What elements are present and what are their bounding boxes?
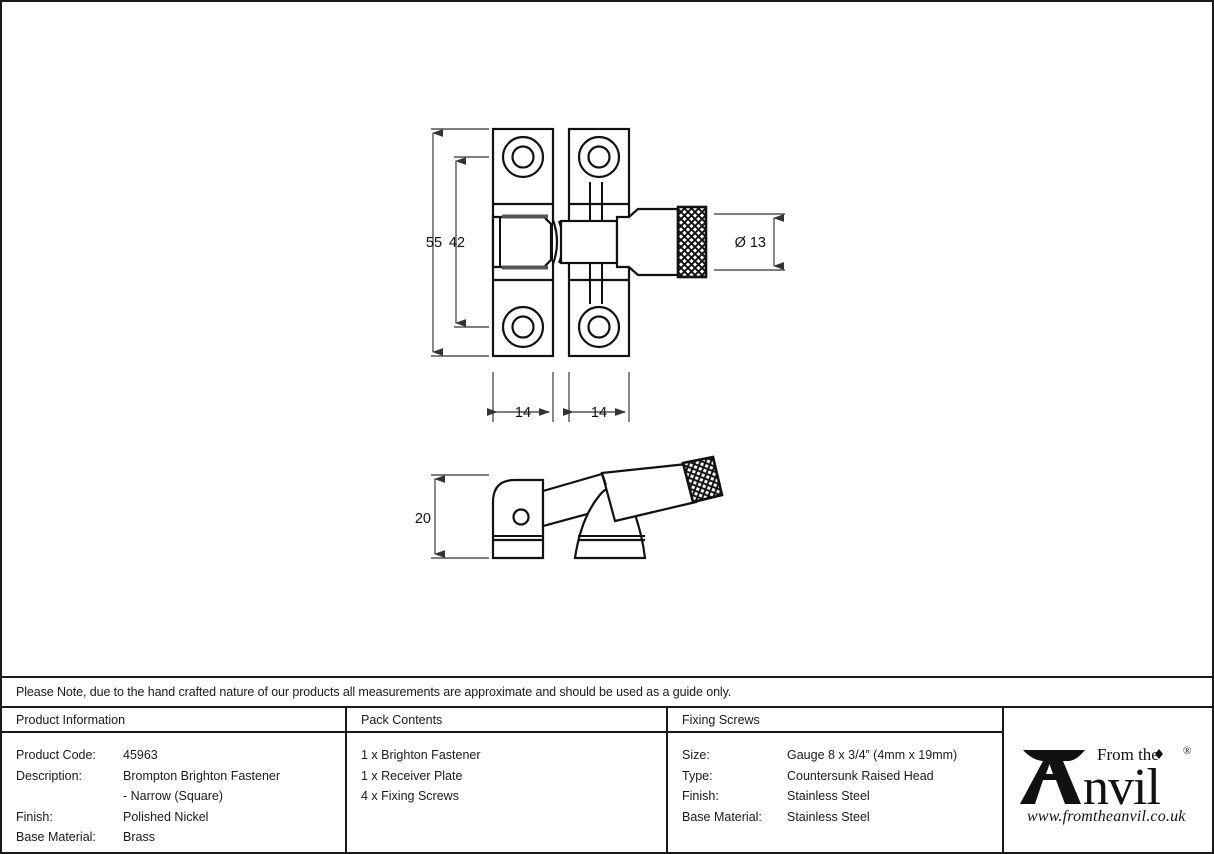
dimension-label-55: 55 bbox=[426, 235, 442, 251]
label-base-material: Base Material: bbox=[16, 830, 96, 844]
pivot-barrel bbox=[551, 219, 619, 265]
bolt-shaft bbox=[615, 207, 680, 277]
label-screw-base-material: Base Material: bbox=[682, 809, 762, 824]
screw-hole-bottom-right bbox=[577, 305, 621, 349]
dimension-knob-diameter bbox=[714, 213, 785, 271]
row-base-material: Base Material: Brass bbox=[16, 827, 345, 848]
dimension-overall-height bbox=[431, 128, 489, 357]
anvil-logo-svg: From the nvil ® www.fromtheanvil.co.uk bbox=[1020, 745, 1191, 825]
screw-hole-top-right bbox=[577, 135, 621, 179]
dimension-projection-depth bbox=[431, 474, 489, 559]
column-pack-contents: Pack Contents 1 x Brighton Fastener 1 x … bbox=[347, 708, 668, 852]
disclaimer-note-row: Please Note, due to the hand crafted nat… bbox=[2, 678, 1212, 708]
logo-name: nvil bbox=[1083, 759, 1160, 816]
dimension-group-front: 55 42 Ø 13 14 bbox=[426, 128, 785, 422]
side-knurled-knob bbox=[681, 455, 724, 504]
value-screw-size: Gauge 8 x 3/4” (4mm x 19mm) bbox=[787, 748, 958, 762]
value-screw-finish: Stainless Steel bbox=[787, 789, 870, 803]
screw-hole-bottom-left bbox=[501, 305, 545, 349]
registered-mark-icon: ® bbox=[1183, 745, 1191, 757]
value-finish: Polished Nickel bbox=[123, 809, 209, 824]
dimension-plate-width-right bbox=[563, 372, 630, 422]
list-item: 1 x Brighton Fastener bbox=[361, 748, 481, 762]
product-information-heading: Product Information bbox=[2, 708, 345, 733]
drawing-canvas: 55 42 Ø 13 14 bbox=[415, 127, 785, 560]
dimension-label-diameter: Ø 13 bbox=[735, 235, 766, 251]
label-description: Description: bbox=[16, 768, 82, 783]
logo-website: www.fromtheanvil.co.uk bbox=[1027, 808, 1186, 825]
dimension-plate-width-left bbox=[487, 372, 554, 422]
fixing-screws-heading: Fixing Screws bbox=[668, 708, 1002, 733]
row-screw-type: Type: Countersunk Raised Head bbox=[682, 766, 1002, 787]
value-screw-base-material: Stainless Steel bbox=[787, 809, 870, 824]
receiver-catch bbox=[491, 214, 553, 270]
from-the-anvil-logo: From the nvil ® www.fromtheanvil.co.uk bbox=[1013, 734, 1203, 826]
logo-tagline: From the bbox=[1097, 745, 1159, 764]
screw-hole-top-left bbox=[501, 135, 545, 179]
fixing-screws-body: Size: Gauge 8 x 3/4” (4mm x 19mm) Type: … bbox=[668, 733, 1002, 827]
disclaimer-note-text: Please Note, due to the hand crafted nat… bbox=[16, 685, 732, 699]
dimension-label-20: 20 bbox=[415, 511, 431, 527]
label-finish: Finish: bbox=[16, 809, 53, 824]
row-screw-finish: Finish: Stainless Steel bbox=[682, 786, 1002, 807]
value-product-code: 45963 bbox=[123, 748, 158, 762]
label-product-code: Product Code: bbox=[16, 748, 96, 762]
dimension-label-14-left: 14 bbox=[515, 405, 531, 421]
row-product-code: Product Code: 45963 bbox=[16, 745, 345, 766]
row-finish: Finish: Polished Nickel bbox=[16, 807, 345, 828]
pack-contents-body: 1 x Brighton Fastener 1 x Receiver Plate… bbox=[347, 733, 666, 807]
list-item: 1 x Receiver Plate bbox=[361, 768, 463, 783]
pack-contents-heading: Pack Contents bbox=[347, 708, 666, 733]
technical-drawing-area: 55 42 Ø 13 14 bbox=[2, 2, 1214, 678]
dimension-label-42: 42 bbox=[449, 235, 465, 251]
knurled-knob bbox=[676, 205, 708, 279]
row-screw-base-material: Base Material: Stainless Steel bbox=[682, 807, 1002, 828]
column-product-information: Product Information Product Code: 45963 … bbox=[2, 708, 347, 852]
view-front-elevation bbox=[491, 127, 708, 358]
product-information-body: Product Code: 45963 Description: Brompto… bbox=[2, 733, 345, 848]
list-item: 4 x Fixing Screws bbox=[361, 789, 459, 803]
view-side-elevation bbox=[491, 455, 724, 560]
information-block: Please Note, due to the hand crafted nat… bbox=[2, 676, 1212, 852]
value-description-continued: - Narrow (Square) bbox=[123, 789, 224, 803]
dimension-label-14-right: 14 bbox=[591, 405, 607, 421]
dimension-plate-height bbox=[454, 156, 489, 328]
label-screw-type: Type: bbox=[682, 768, 713, 783]
column-brand-logo: From the nvil ® www.fromtheanvil.co.uk bbox=[1004, 708, 1212, 852]
label-screw-size: Size: bbox=[682, 748, 710, 762]
column-fixing-screws: Fixing Screws Size: Gauge 8 x 3/4” (4mm … bbox=[668, 708, 1004, 852]
side-bolt-shaft bbox=[600, 462, 698, 523]
value-base-material: Brass bbox=[123, 830, 155, 844]
diamond-icon bbox=[1155, 749, 1163, 759]
dimension-group-side: 20 bbox=[415, 474, 489, 559]
label-screw-finish: Finish: bbox=[682, 789, 719, 803]
row-description: Description: Brompton Brighton Fastener bbox=[16, 766, 345, 787]
value-screw-type: Countersunk Raised Head bbox=[787, 768, 934, 783]
anvil-icon bbox=[1020, 750, 1085, 804]
row-screw-size: Size: Gauge 8 x 3/4” (4mm x 19mm) bbox=[682, 745, 1002, 766]
value-description: Brompton Brighton Fastener bbox=[123, 768, 281, 783]
side-receiver-block bbox=[491, 478, 545, 560]
row-description-continued: - Narrow (Square) bbox=[16, 786, 345, 807]
info-columns: Product Information Product Code: 45963 … bbox=[2, 708, 1212, 852]
